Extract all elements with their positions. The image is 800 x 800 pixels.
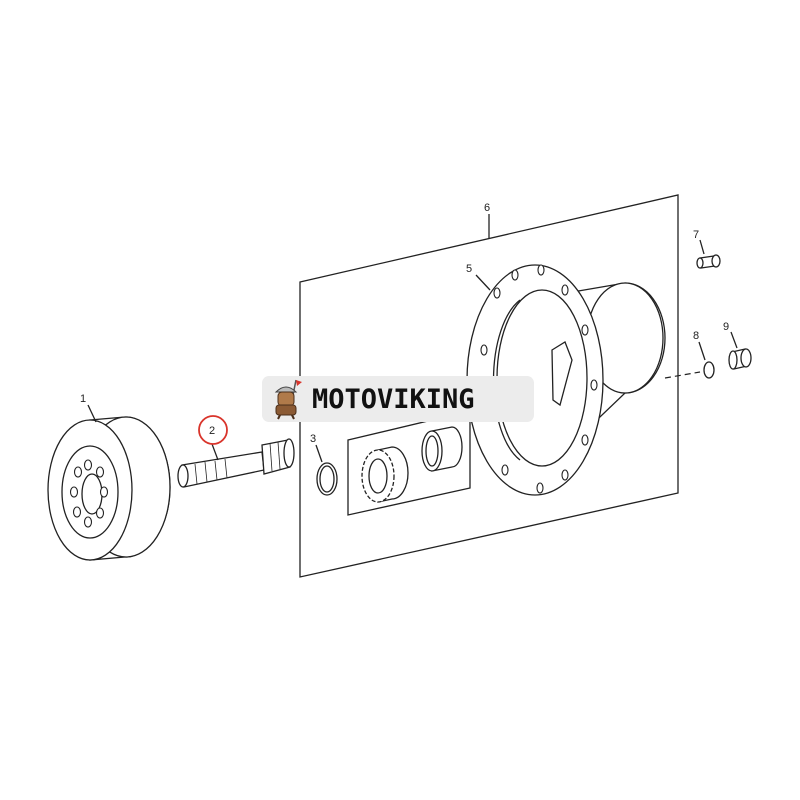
callout-2[interactable]: 2 [209,425,215,437]
highlight-circle [198,415,228,445]
part-3-ring[interactable] [316,462,338,496]
viking-mascot-icon [268,378,306,420]
callout-9[interactable]: 9 [723,321,729,333]
callout-5[interactable]: 5 [466,263,472,275]
callout-6[interactable]: 6 [484,202,490,214]
part-5-housing[interactable] [466,264,666,496]
watermark-logo: MOTOVIKING [262,376,534,422]
assembly-panel-6 [299,194,679,578]
bearing[interactable] [421,426,463,472]
callout-1[interactable]: 1 [80,393,86,405]
callout-3[interactable]: 3 [310,433,316,445]
watermark-text: MOTOVIKING [312,383,475,415]
part-8-washer[interactable] [703,361,715,379]
gear[interactable] [361,446,409,503]
part-9-cap[interactable] [728,348,752,370]
part-2-shaft[interactable] [177,438,295,488]
part-1-hub[interactable] [47,416,171,561]
callout-8[interactable]: 8 [693,330,699,342]
callout-7[interactable]: 7 [693,229,699,241]
part-7-bolt[interactable] [696,254,721,269]
